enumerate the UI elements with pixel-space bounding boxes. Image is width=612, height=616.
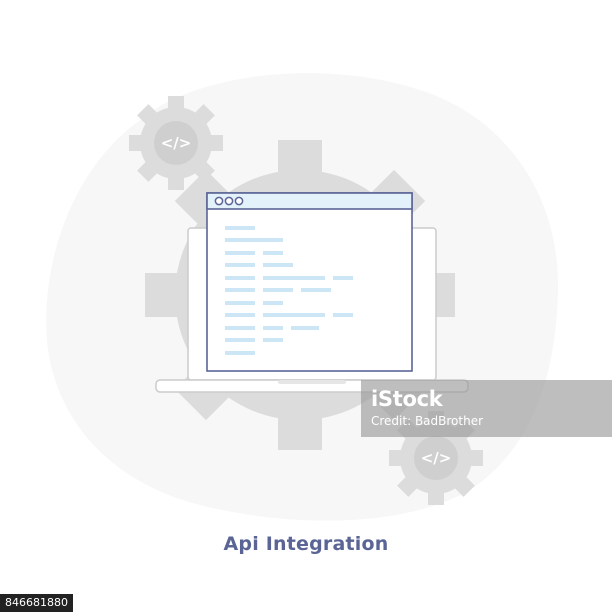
stock-id-badge: 846681880 — [0, 594, 73, 612]
gear-code-symbol: </> — [421, 449, 452, 467]
laptop-trackpad-notch — [278, 380, 346, 384]
window-dot-2 — [224, 196, 234, 206]
code-lines-icon — [225, 226, 353, 355]
illustration-title: Api Integration — [223, 533, 389, 555]
small-gear-top-icon: </> — [129, 96, 223, 190]
window-dot-1 — [214, 196, 224, 206]
window-dot-3 — [234, 196, 244, 206]
window-frame — [206, 192, 413, 372]
istock-watermark: iStock Credit: BadBrother — [361, 380, 612, 437]
window-titlebar — [206, 192, 413, 210]
small-gear-bottom-icon: </> — [389, 411, 483, 505]
watermark-credit: Credit: BadBrother — [371, 414, 484, 428]
watermark-logo: iStock — [371, 387, 443, 411]
browser-window-icon — [206, 192, 413, 372]
gear-code-symbol: </> — [161, 134, 192, 152]
